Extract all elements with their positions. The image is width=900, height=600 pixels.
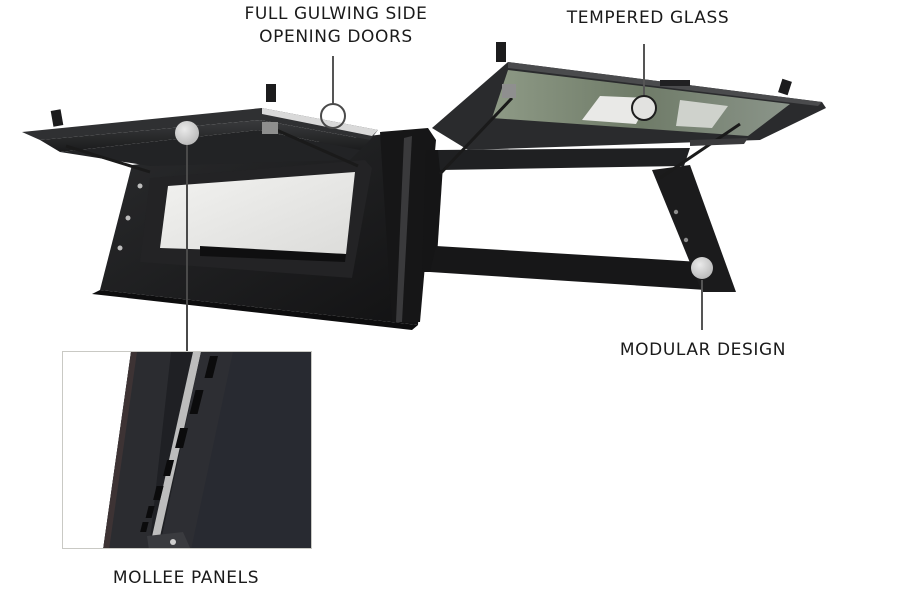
callout-marker-icon: [175, 121, 199, 145]
left-side-panel: [92, 128, 436, 330]
callout-label-line: MODULAR DESIGN: [619, 340, 787, 360]
callout-marker-icon: [320, 103, 346, 129]
right-side-frame: [422, 148, 736, 292]
callout-glass: [631, 44, 657, 121]
callout-label-mollee-panels: MOLLEE PANELS: [96, 567, 276, 590]
mollee-panel-inset: [62, 351, 312, 549]
mollee-panel-closeup: [63, 352, 311, 548]
callout-marker-icon: [691, 257, 713, 279]
callout-label-tempered-glass: TEMPERED GLASS: [548, 7, 748, 30]
callout-label-modular-design: MODULAR DESIGN: [604, 339, 802, 362]
callout-label-gullwing-doors: FULL GULWING SIDE OPENING DOORS: [226, 3, 446, 49]
callout-label-line: OPENING DOORS: [259, 27, 413, 47]
callout-mollee: [175, 121, 199, 351]
callout-label-line: FULL GULWING SIDE: [244, 4, 428, 24]
callout-marker-icon: [631, 95, 657, 121]
callout-modular: [691, 257, 713, 330]
callout-gullwing: [320, 56, 346, 129]
left-gullwing-door: [22, 84, 378, 174]
callout-label-line: TEMPERED GLASS: [566, 8, 730, 28]
callout-label-line: MOLLEE PANELS: [112, 568, 260, 588]
